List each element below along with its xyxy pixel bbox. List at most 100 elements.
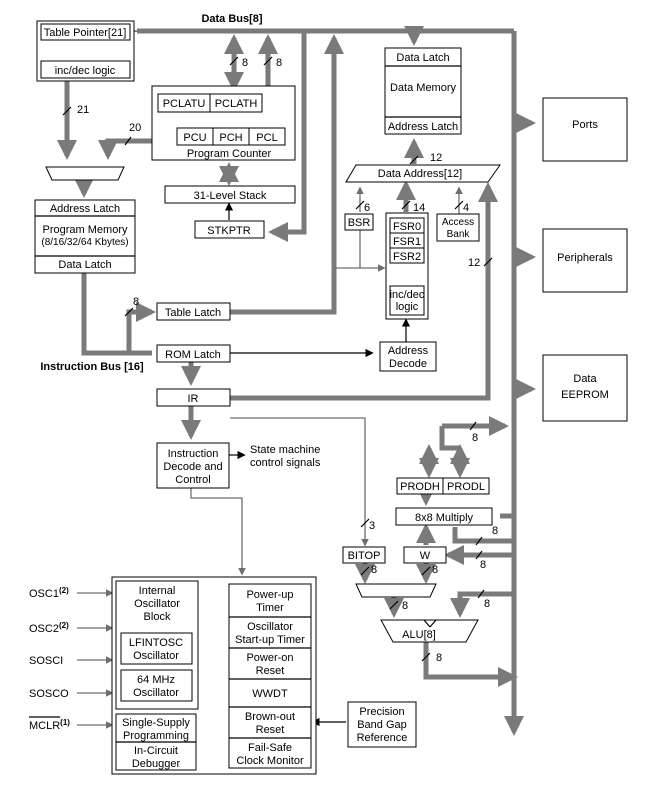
table-latch-label: Table Latch [165, 307, 221, 319]
icd-line1: In-Circuit [134, 745, 178, 757]
bw-data-address: 12 [430, 152, 442, 164]
bw-w-out: 8 [432, 564, 438, 576]
program-memory-block [34, 199, 136, 274]
bw-pcl: 8 [276, 57, 282, 69]
ports-label: Ports [572, 119, 598, 131]
osc1-pin-label: OSC1(2) [29, 586, 69, 600]
alu-input-mux [355, 583, 437, 598]
db-alu-bus [450, 591, 514, 618]
dm-address-latch-label: Address Latch [388, 121, 458, 133]
pclath-label: PCLATH [215, 98, 258, 110]
stkptr-block [194, 220, 265, 239]
bw-alu-a: 8 [402, 600, 408, 612]
bw-table-pointer: 21 [77, 104, 89, 116]
bw-alu-b: 8 [484, 598, 490, 610]
state-machine-line1: State machine [250, 444, 320, 456]
access-bank-line1: Access [442, 217, 474, 228]
osc2-pin-label: OSC2(2) [29, 621, 69, 635]
fsr-inc-dec-box [389, 285, 425, 316]
ports-block [542, 97, 628, 162]
bw-bsr: 6 [364, 202, 370, 214]
mhz-osc-block [120, 669, 193, 702]
por-line1: Power-on [246, 652, 293, 664]
instr-decode-line1: Instruction [168, 448, 219, 460]
ost-line2: Start-up Timer [235, 634, 305, 646]
pc-mux-bus [98, 138, 152, 160]
w-label: W [420, 550, 431, 562]
data-bus-label: Data Bus[8] [201, 13, 262, 25]
ir-label: IR [188, 393, 199, 405]
internal-osc-line3: Block [144, 611, 171, 623]
mhz-osc-line2: Oscillator [133, 687, 179, 699]
multiply-label: 8x8 Multiply [415, 512, 474, 524]
tp-inc-dec-label: inc/dec logic [55, 65, 116, 77]
lfintosc-block [120, 632, 193, 665]
bus-lines [57, 26, 536, 736]
ir-da-bus [230, 182, 498, 401]
mclr-pin-label: MCLR(1) [29, 718, 70, 732]
rom-latch-label: ROM Latch [165, 349, 221, 361]
por-line2: Reset [256, 665, 285, 677]
bw-bitop-out: 8 [371, 564, 377, 576]
pcl-box [248, 127, 286, 146]
bw-bitop-in: 3 [369, 520, 375, 532]
rom-latch-block [156, 344, 231, 363]
single-supply-line2: Programming [123, 730, 189, 742]
instruction-bus-label: Instruction Bus [16] [40, 361, 144, 373]
pclath-box [209, 93, 263, 113]
instr-decode-line2: Decode and [163, 461, 222, 473]
w-register-block [403, 546, 447, 564]
ir-block [156, 388, 231, 407]
prodl-label: PRODL [447, 481, 485, 493]
stkptr-label: STKPTR [207, 225, 250, 237]
bw-w-in-2: 8 [480, 559, 486, 571]
pch-label: PCH [219, 132, 242, 144]
decode-osc-line [190, 488, 246, 576]
data-memory-block [384, 47, 462, 135]
internal-osc-line1: Internal [139, 585, 176, 597]
lfintosc-line1: LFINTOSC [129, 637, 183, 649]
bw-pc-mux: 20 [129, 122, 141, 134]
fsr-inc-dec-line2: logic [396, 301, 419, 313]
fsr2-label: FSR2 [393, 251, 421, 263]
mul-w-bus [452, 527, 514, 544]
access-bank-line2: Bank [447, 229, 471, 240]
ost-line1: Oscillator [247, 621, 293, 633]
lfintosc-line2: Oscillator [133, 650, 179, 662]
sosci-pin-label: SOSCI [29, 655, 63, 667]
pm-data-latch-label: Data Latch [58, 259, 111, 271]
prodh-label: PRODH [400, 481, 440, 493]
sosco-pin-label: SOSCO [29, 688, 69, 700]
instruction-decode-block [156, 442, 230, 489]
table-latch-bus [230, 34, 344, 315]
bitop-label: BITOP [348, 550, 381, 562]
prod-bus-drop [439, 426, 460, 451]
stack-label: 31-Level Stack [194, 190, 267, 202]
bsr-label: BSR [348, 217, 371, 229]
bw-fsr: 14 [413, 202, 425, 214]
peripherals-block [542, 228, 628, 293]
data-eeprom-line2: EEPROM [561, 389, 609, 401]
pcl-label: PCL [256, 132, 277, 144]
ir-bitop-line [230, 417, 369, 547]
program-memory-size: (8/16/32/64 Kbytes) [41, 237, 128, 248]
bw-alu-out: 8 [436, 652, 442, 664]
table-latch-in-bus [126, 302, 156, 353]
pcu-label: PCU [183, 132, 206, 144]
fscm-line1: Fail-Safe [248, 742, 292, 754]
bw-w-in-1: 8 [492, 525, 498, 537]
data-address-label: Data Address[12] [378, 168, 462, 180]
fsr1-label: FSR1 [393, 236, 421, 248]
bw-prod: 8 [472, 432, 478, 444]
stack-block [164, 185, 296, 204]
powerup-line2: Timer [256, 602, 284, 614]
stkptr-bus [268, 31, 307, 242]
dm-data-latch-label: Data Latch [396, 52, 449, 64]
table-pointer-label: Table Pointer[21] [44, 27, 127, 39]
timer-reset-column [228, 583, 312, 769]
address-decode-line2: Decode [389, 358, 427, 370]
bw-table-latch: 8 [133, 296, 139, 308]
bw-pclath: 8 [242, 57, 248, 69]
table-pointer-register [40, 23, 131, 41]
